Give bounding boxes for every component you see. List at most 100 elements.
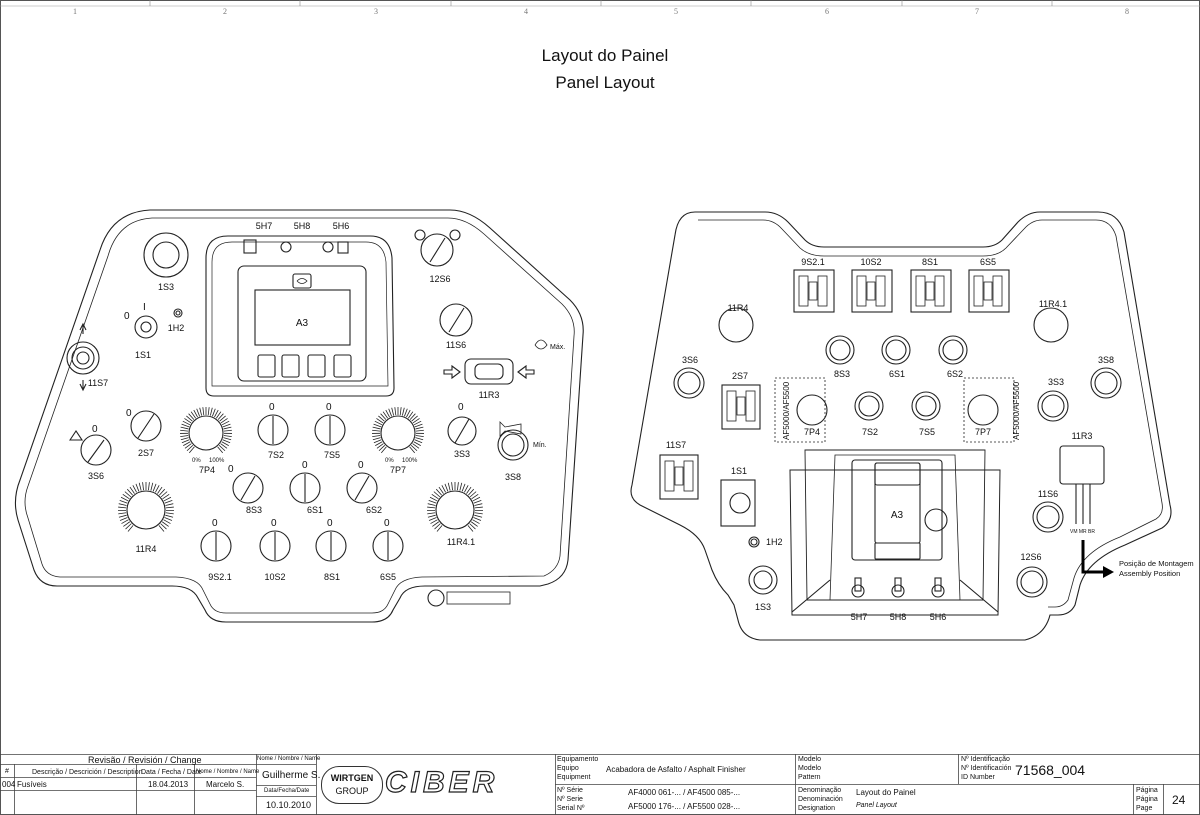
rear-panel-labels: 9S2.1 10S2 8S1 6S5 11R4 11R4.1 8S3 6S1 6… xyxy=(666,257,1194,622)
scale-tick xyxy=(409,413,416,420)
scale-tick xyxy=(223,426,232,430)
scale-tick xyxy=(376,418,384,424)
scale-tick xyxy=(438,486,444,494)
label-zero-7S2: 0 xyxy=(269,402,275,413)
scale-tick xyxy=(373,423,382,428)
label-zero-3S6: 0 xyxy=(92,424,98,435)
scale-tick xyxy=(150,482,154,491)
rev-number: 004 xyxy=(2,780,16,789)
id-value: 71568_004 xyxy=(1015,762,1086,778)
label-1S3: 1S3 xyxy=(158,282,174,292)
scale-tick xyxy=(388,408,392,417)
switch-contact xyxy=(664,460,675,492)
scale-tick xyxy=(427,503,436,506)
rev-date: 18.04.2013 xyxy=(148,780,189,789)
label-pct100-7P4: 100% xyxy=(209,458,225,464)
scale-tick xyxy=(464,485,469,493)
scale-tick xyxy=(473,500,482,504)
scale-tick xyxy=(186,415,193,422)
potentiometer-scales xyxy=(117,407,484,532)
scale-tick xyxy=(415,429,424,432)
scale-tick xyxy=(378,444,386,452)
scale-tick xyxy=(378,415,385,422)
scale-tick xyxy=(165,503,174,506)
label-3S8: 3S8 xyxy=(505,472,521,482)
label-r-10S2: 10S2 xyxy=(860,257,881,267)
label-r-1H2: 1H2 xyxy=(766,537,783,547)
label-zero-2S7: 0 xyxy=(126,408,132,419)
scale-tick xyxy=(142,482,144,491)
name-label: Nome / Nombre / Name xyxy=(257,756,321,762)
label-11R3: 11R3 xyxy=(479,390,500,400)
scale-tick xyxy=(459,482,463,491)
serial-value-1: AF4000 061-... / AF4500 085-... xyxy=(628,788,741,797)
label-zero-6S1: 0 xyxy=(302,460,308,471)
scale-tick xyxy=(120,496,129,502)
scale-tick xyxy=(165,506,174,509)
label-max: Máx. xyxy=(550,344,565,351)
label-zero-10S2: 0 xyxy=(271,518,277,529)
scale-tick xyxy=(374,420,383,426)
designation-value-1: Layout do Painel xyxy=(856,788,916,797)
scale-tick xyxy=(433,491,441,498)
label-5H7: 5H7 xyxy=(256,221,273,231)
label-5H6: 5H6 xyxy=(333,221,350,231)
grid-number: 2 xyxy=(223,7,227,16)
scale-tick xyxy=(412,443,420,449)
label-7P4: 7P4 xyxy=(199,465,215,475)
serial-value-2: AF5000 176-... / AF5500 028-... xyxy=(628,802,741,811)
label-r-11S7: 11S7 xyxy=(666,440,686,450)
date-label: Data/Fecha/Date xyxy=(264,788,310,794)
label-r-af-right: AF5000/AF5500 xyxy=(1012,381,1021,440)
name-value: Guilherme S. xyxy=(262,770,321,781)
scale-tick xyxy=(223,435,232,438)
label-2S7: 2S7 xyxy=(138,448,154,458)
label-11R4: 11R4 xyxy=(136,544,157,554)
rev-description: Fusíveis xyxy=(17,780,47,789)
label-8S1: 8S1 xyxy=(324,572,340,582)
scale-tick xyxy=(470,521,478,527)
label-A3: A3 xyxy=(296,318,309,329)
rear-panel-inner-outline xyxy=(698,219,1163,608)
scale-tick xyxy=(122,494,130,500)
grid-number: 7 xyxy=(975,7,979,16)
grid-number: 6 xyxy=(825,7,829,16)
label-r-A3: A3 xyxy=(891,510,904,521)
wirtgen-logo: WIRTGEN GROUP xyxy=(321,766,383,804)
scale-tick xyxy=(123,521,131,527)
scale-tick xyxy=(469,523,476,530)
label-r-7S2: 7S2 xyxy=(862,427,878,437)
label-r-5H6: 5H6 xyxy=(930,612,947,622)
front-panel-outline xyxy=(14,209,584,623)
scale-tick xyxy=(158,525,165,532)
label-r-af-left: AF5000/AF5500 xyxy=(782,381,791,440)
scale-tick xyxy=(159,488,166,496)
label-r-12S6: 12S6 xyxy=(1020,552,1041,562)
label-7S5: 7S5 xyxy=(324,450,340,460)
scale-tick xyxy=(118,506,127,509)
label-r-8S3: 8S3 xyxy=(834,369,850,379)
scale-tick xyxy=(199,407,203,416)
label-9S2-1: 9S2.1 xyxy=(208,572,232,582)
scale-tick xyxy=(118,503,127,506)
col-hash: # xyxy=(5,768,9,775)
equip-value: Acabadora de Asfalto / Asphalt Finisher xyxy=(606,765,746,774)
scale-tick xyxy=(188,413,195,420)
grid-number: 5 xyxy=(674,7,678,16)
scale-tick xyxy=(404,408,408,417)
scale-tick xyxy=(202,407,205,416)
scale-tick xyxy=(410,444,418,452)
rear-panel xyxy=(630,211,1172,641)
page-value: 24 xyxy=(1172,793,1186,807)
scale-tick xyxy=(429,496,438,502)
scale-tick xyxy=(180,429,189,432)
label-6S1: 6S1 xyxy=(307,505,323,515)
switch-contact xyxy=(683,460,694,492)
scale-tick xyxy=(385,409,390,418)
scale-tick xyxy=(188,446,195,454)
scale-tick xyxy=(190,411,197,419)
scale-tick xyxy=(218,444,226,452)
switch-contact xyxy=(992,275,1003,307)
scale-tick xyxy=(394,407,397,416)
title-block: Revisão / Revisión / Change # Descrição … xyxy=(0,754,1200,815)
